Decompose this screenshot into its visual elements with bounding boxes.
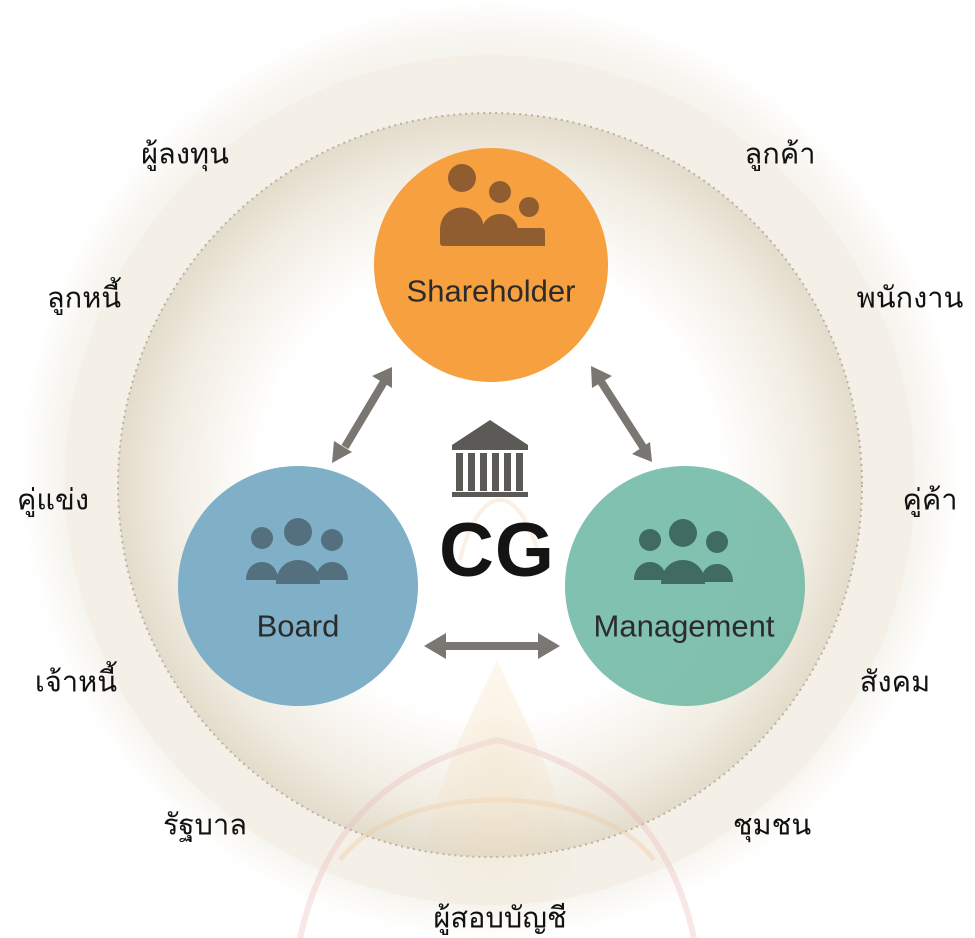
board-label: Board — [256, 608, 340, 644]
stakeholder-creditor: เจ้าหนี้ — [34, 664, 118, 699]
people-group-icon — [634, 519, 733, 584]
stakeholder-customer: ลูกค้า — [744, 136, 816, 171]
cg-label: CG — [439, 508, 555, 593]
shareholder-node — [374, 148, 608, 382]
watermark-emblem — [297, 498, 697, 938]
management-node — [565, 466, 805, 706]
stakeholder-debtor: ลูกหนี้ — [46, 280, 122, 315]
institution-building-icon — [452, 420, 528, 497]
stakeholder-trade-partner: คู่ค้า — [902, 482, 958, 517]
stakeholder-investor: ผู้ลงทุน — [141, 136, 229, 171]
arrow-shareholder-management — [591, 366, 652, 462]
arrow-board-shareholder — [332, 367, 392, 463]
stakeholder-society: สังคม — [859, 664, 931, 699]
stakeholder-auditor: ผู้สอบบัญชี — [433, 900, 567, 935]
stakeholder-community: ชุมชน — [732, 807, 812, 842]
management-label: Management — [593, 608, 775, 644]
arrow-board-management — [424, 633, 560, 659]
stakeholder-employee: พนักงาน — [856, 280, 964, 315]
stakeholder-competitor: คู่แข่ง — [16, 482, 90, 517]
people-group-icon — [440, 164, 545, 246]
shareholder-label: Shareholder — [406, 273, 576, 309]
stakeholder-government: รัฐบาล — [162, 807, 248, 842]
people-group-icon — [246, 518, 348, 584]
board-node — [178, 466, 418, 706]
